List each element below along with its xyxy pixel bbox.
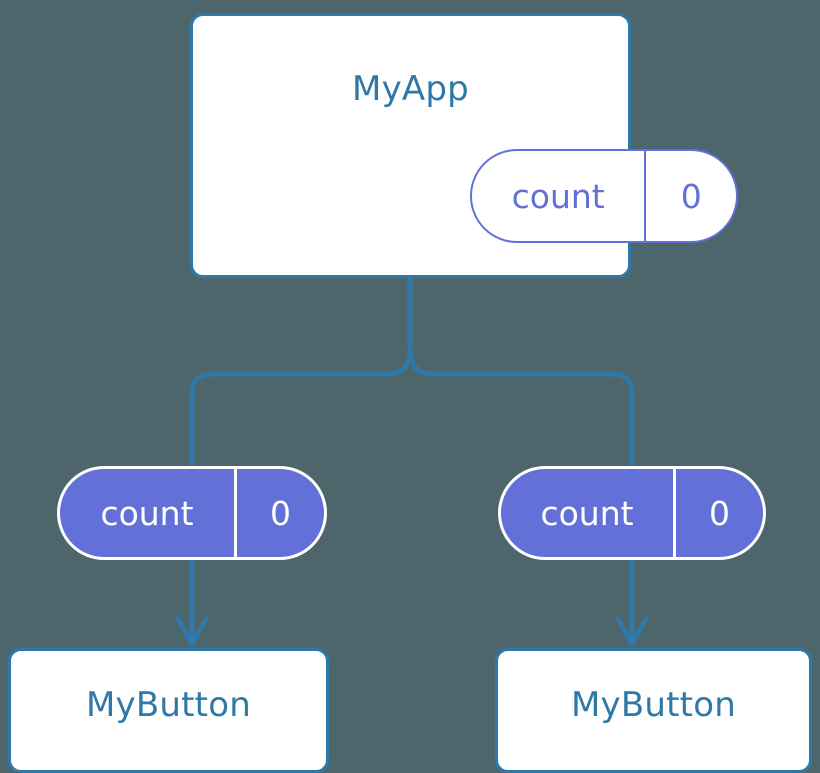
arrow-head-right-icon [615,616,649,647]
component-card-myapp[interactable]: MyApp count 0 [190,13,738,278]
props-pill-left-count[interactable]: count 0 [57,466,327,560]
component-title-myapp: MyApp [352,69,469,109]
state-pill-myapp-count[interactable]: count 0 [470,149,738,243]
edge-branch-left [189,346,413,466]
props-pill-value: 0 [234,469,324,557]
props-pill-value: 0 [673,469,763,557]
props-pill-right-count[interactable]: count 0 [498,466,766,560]
edge-branch-right [407,346,635,466]
state-pill-key: count [511,176,605,216]
state-pill-value: 0 [644,151,736,241]
arrow-head-left-icon [175,616,209,647]
props-pill-key: count [100,493,194,533]
props-pill-key: count [540,493,634,533]
component-title-mybutton: MyButton [571,684,736,725]
component-card-mybutton-right[interactable]: MyButton [495,648,812,773]
component-title-mybutton: MyButton [86,684,251,725]
component-card-mybutton-left[interactable]: MyButton [8,648,329,773]
